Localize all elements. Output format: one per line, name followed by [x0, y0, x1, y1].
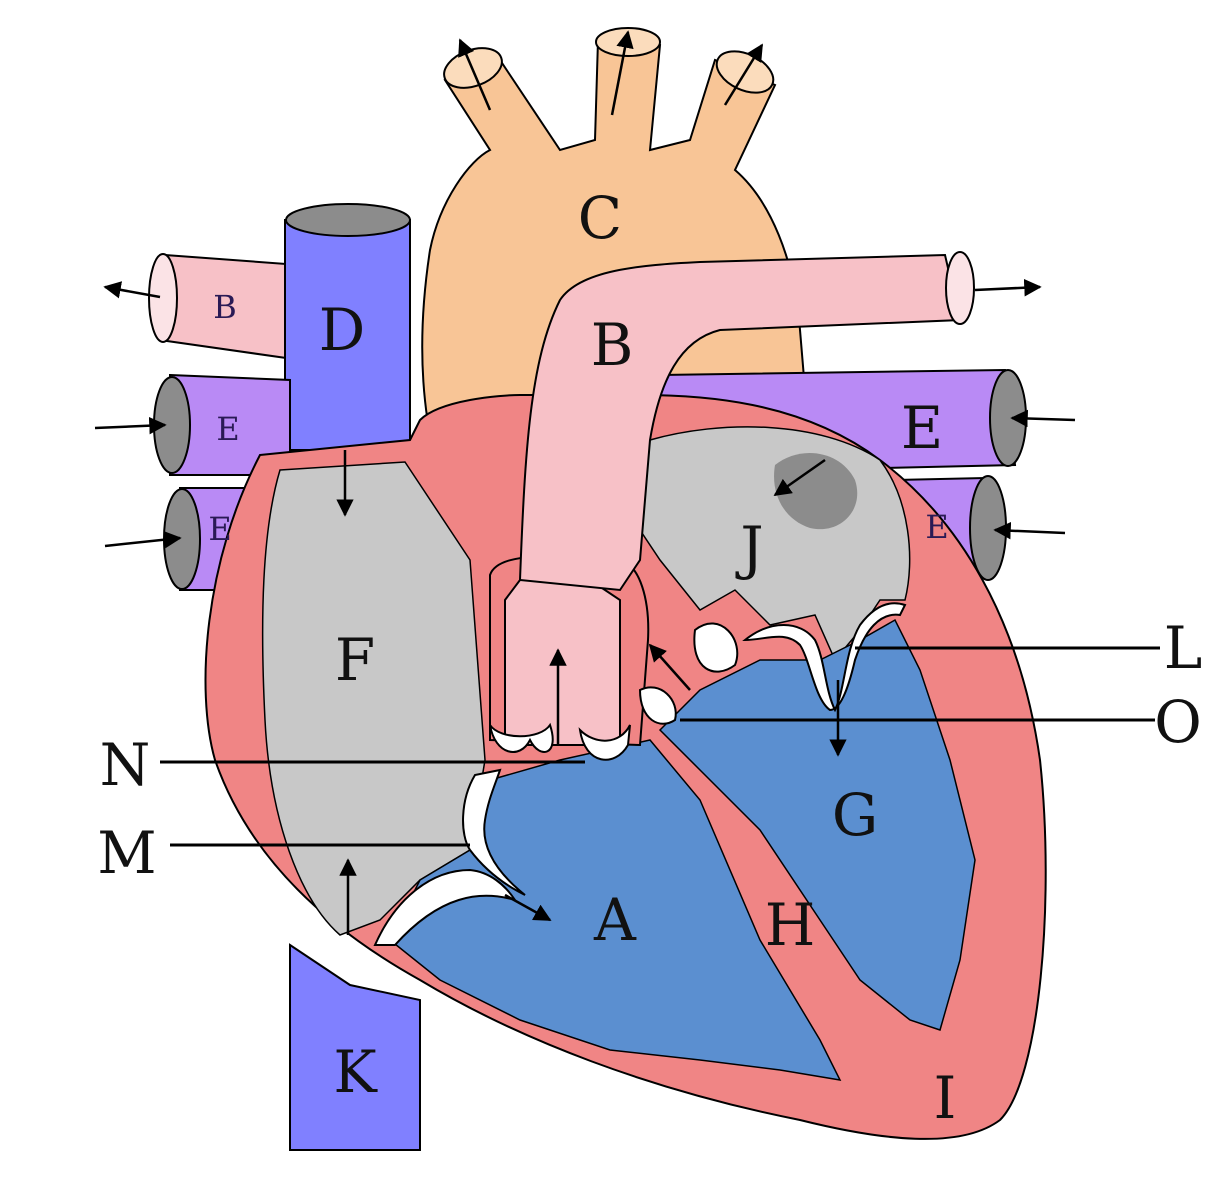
label-n: N — [100, 731, 151, 799]
labels: C D B B E E E E J F L O N G M A H K I — [97, 184, 1202, 1132]
label-m: M — [97, 819, 156, 887]
leader-lines — [160, 646, 1160, 847]
label-c: C — [578, 184, 622, 252]
superior-vena-cava — [284, 203, 411, 451]
label-f: F — [335, 626, 375, 694]
label-e-right: E — [901, 394, 943, 462]
pulmonary-valve — [489, 722, 554, 753]
inferior-vena-cava — [289, 943, 421, 1151]
valves — [373, 602, 907, 946]
label-i: I — [934, 1064, 957, 1132]
label-b-main: B — [591, 311, 634, 379]
label-d: D — [319, 296, 366, 364]
aortic-valve — [638, 686, 677, 725]
label-e-left-upper: E — [216, 410, 239, 448]
label-j: J — [735, 514, 763, 582]
left-ventricle — [658, 618, 976, 1031]
label-h: H — [765, 891, 816, 959]
label-l: L — [1164, 614, 1203, 682]
label-a: A — [593, 886, 637, 954]
label-b-small: B — [213, 288, 237, 326]
tricuspid-valve — [462, 768, 526, 896]
mitral-valve — [742, 602, 907, 713]
pulmonary-vein-opening — [774, 453, 858, 530]
label-k: K — [333, 1038, 378, 1106]
label-o: O — [1154, 688, 1202, 756]
flow-arrows — [94, 30, 1076, 935]
right-atrium — [261, 461, 486, 936]
label-e-right-lower: E — [925, 508, 948, 546]
label-g: G — [832, 781, 878, 849]
label-e-left-lower: E — [208, 510, 231, 548]
